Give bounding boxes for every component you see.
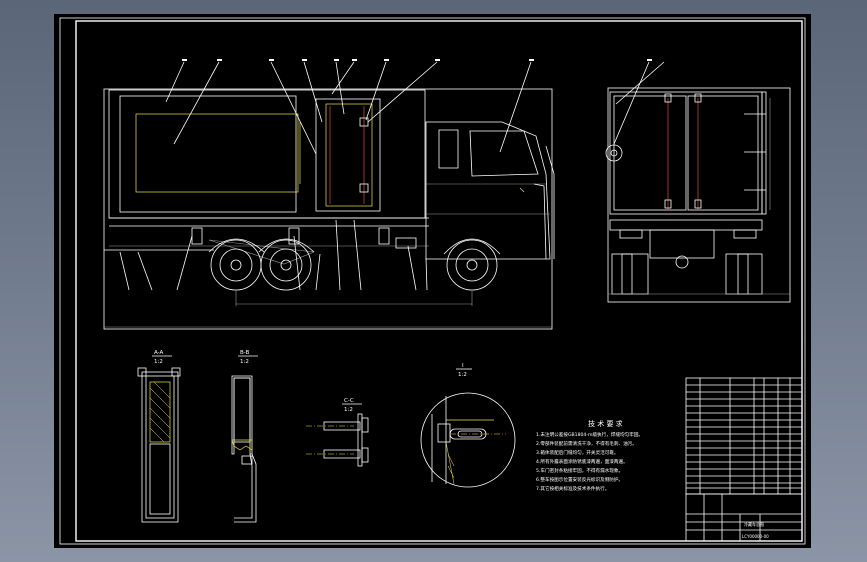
- cargo-box: [108, 89, 426, 219]
- cad-drawing: A-A 1:2 B-B 1:2 C-C 1:2: [59, 17, 806, 545]
- section-c-c-scale: 1:2: [344, 407, 353, 413]
- parts-list-table: [685, 377, 803, 495]
- tech-req-line-3: 3.箱体装配后门缝均匀，开关灵活可靠。: [536, 449, 618, 456]
- truck-side-view: [103, 59, 555, 330]
- section-b-b-label: B-B: [240, 350, 250, 356]
- section-b-b: B-B 1:2: [231, 350, 258, 523]
- outer-border: [59, 17, 806, 545]
- cab-window: [469, 130, 539, 177]
- section-a-a: A-A 1:2: [137, 350, 181, 523]
- rear-wheel-2: [260, 239, 312, 291]
- detail-i: I 1:2: [420, 363, 516, 488]
- drawing-name: 冷藏车总图: [744, 521, 764, 527]
- tech-req-line-6: 6.整车按图示位置安装反光标识及侧防护。: [536, 476, 623, 483]
- detail-i-label: I: [462, 363, 464, 369]
- section-b-b-scale: 1:2: [240, 359, 249, 365]
- section-c-c: C-C 1:2: [306, 398, 369, 467]
- inner-border: [75, 20, 803, 542]
- section-a-a-scale: 1:2: [154, 359, 163, 365]
- technical-requirements: 技 术 要 求 1.未注明公差按GB1804-m级执行，焊缝均匀牢固。 2.零部…: [536, 419, 643, 492]
- drawing-sheet: A-A 1:2 B-B 1:2 C-C 1:2: [54, 14, 811, 548]
- side-panel: [135, 113, 299, 193]
- truck-rear-view: [605, 59, 791, 303]
- tech-req-line-1: 1.未注明公差按GB1804-m级执行，焊缝均匀牢固。: [536, 431, 643, 438]
- drawing-number: LCY00000-00: [742, 534, 769, 539]
- tech-req-title: 技 术 要 求: [588, 419, 623, 428]
- rear-wheel-1: [210, 239, 262, 291]
- front-wheel: [446, 239, 498, 291]
- cargo-box-inner-panel: [119, 95, 297, 213]
- side-door: [315, 98, 381, 212]
- section-c-c-label: C-C: [344, 398, 354, 404]
- tech-req-line-2: 2.零部件装配前需清洗干净，不得有毛刺、油污。: [536, 440, 637, 447]
- tech-req-line-5: 5.车门密封条粘接牢固，不得有漏水现象。: [536, 467, 623, 474]
- rear-view-frame: [607, 87, 791, 303]
- tech-req-line-4: 4.所有外露表面涂防锈底漆两遍，面漆两遍。: [536, 458, 628, 465]
- part-leaders-bottom: [119, 219, 428, 291]
- side-view-frame: [103, 88, 553, 330]
- title-block: 冷藏车总图 LCY00000-00: [685, 493, 803, 542]
- part-leaders-top: [165, 59, 534, 155]
- truck-cab: [425, 121, 551, 260]
- section-a-a-label: A-A: [154, 350, 164, 356]
- tech-req-line-7: 7.其它按相关标准及技术条件执行。: [536, 485, 609, 492]
- detail-i-scale: 1:2: [458, 372, 467, 378]
